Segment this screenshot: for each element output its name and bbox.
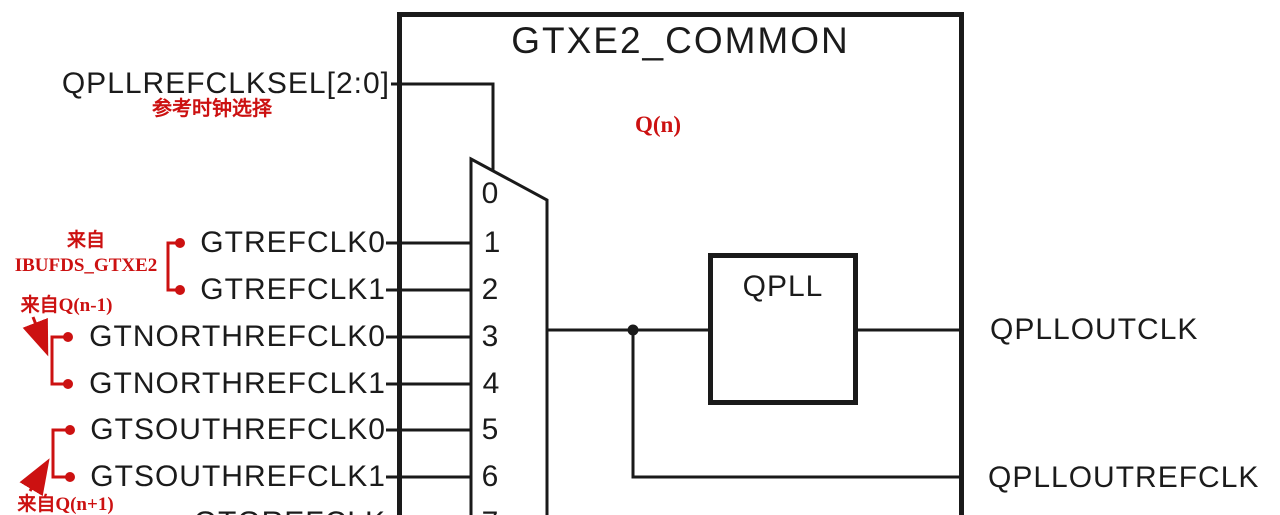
block-title: GTXE2_COMMON xyxy=(511,20,850,61)
mux-port-1: 1 xyxy=(483,226,501,259)
annotation-from-ibufds-line1: 来自 xyxy=(66,230,105,251)
quad-label: Q(n) xyxy=(635,112,681,137)
refclk-select-annotation-cn: 参考时钟选择 xyxy=(152,98,272,120)
junction-dot xyxy=(627,324,639,336)
mux-port-3: 3 xyxy=(481,320,499,353)
bracket-qn-minus1 xyxy=(50,332,73,389)
input-label-gtrefclk0: GTREFCLK0 xyxy=(200,226,386,259)
wire-qpllrefclksel xyxy=(391,82,495,172)
input-label-gtsouthrefclk0: GTSOUTHREFCLK0 xyxy=(90,413,386,446)
refclk-mux xyxy=(469,156,549,515)
mux-port-5: 5 xyxy=(481,413,499,446)
qpll-box xyxy=(708,253,858,405)
wire-qplloutrefclk xyxy=(631,330,964,479)
arrow-qn-plus1 xyxy=(19,458,50,497)
bracket-ibufds xyxy=(166,238,185,295)
input-label-gtnorthrefclk1: GTNORTHREFCLK1 xyxy=(89,367,386,400)
mux-port-6: 6 xyxy=(481,460,499,493)
input-label-gtnorthrefclk0: GTNORTHREFCLK0 xyxy=(89,320,386,353)
annotation-from-ibufds-line2: IBUFDS_GTXE2 xyxy=(14,255,158,276)
input-label-gtsouthrefclk1: GTSOUTHREFCLK1 xyxy=(90,460,386,493)
qpll-label: QPLL xyxy=(742,270,824,303)
mux-port-0: 0 xyxy=(481,177,499,210)
output-label-qplloutrefclk: QPLLOUTREFCLK xyxy=(988,461,1260,494)
arrow-qn-minus1 xyxy=(22,316,49,357)
output-label-qplloutclk: QPLLOUTCLK xyxy=(990,313,1199,346)
mux-port-4: 4 xyxy=(482,367,500,400)
mux-port-7: 7 xyxy=(473,507,507,515)
gtxe2-common-box xyxy=(397,12,964,515)
bracket-qn-plus1 xyxy=(51,425,75,482)
annotation-from-ibufds: 来自 IBUFDS_GTXE2 xyxy=(10,228,162,278)
input-label-gtrefclk1: GTREFCLK1 xyxy=(200,273,386,306)
mux-port-2: 2 xyxy=(481,273,499,306)
annotation-from-qn-minus1: 来自Q(n-1) xyxy=(20,295,113,316)
input-label-gtgrefclk: GTGREFCLK xyxy=(194,507,386,515)
annotation-from-qn-plus1: 来自Q(n+1) xyxy=(17,494,114,515)
qpllrefclksel-label: QPLLREFCLKSEL[2:0] xyxy=(61,67,390,100)
